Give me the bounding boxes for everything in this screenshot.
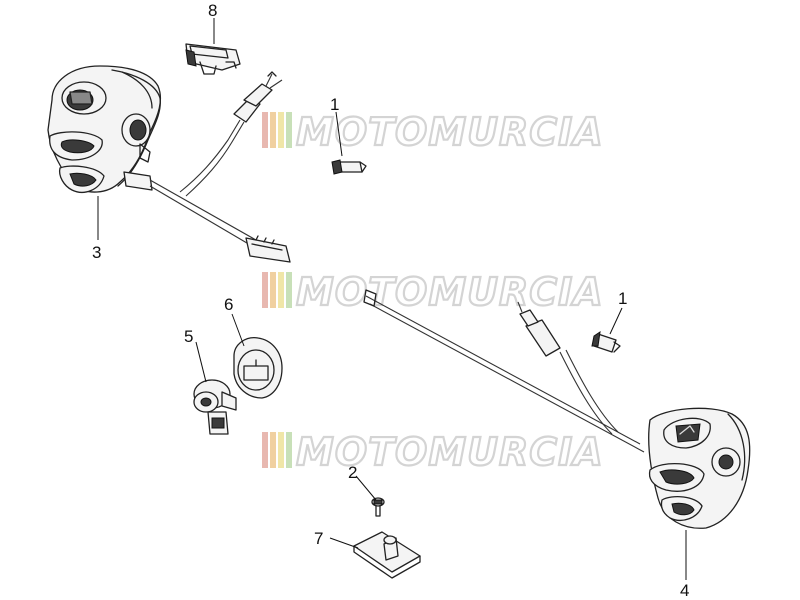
watermark-text: MOTOMURCIA (296, 110, 604, 154)
right-handlebar-switch-icon[interactable] (648, 407, 751, 529)
callout-3: 3 (92, 243, 101, 262)
left-switch-wiring (149, 71, 291, 263)
callout-labels: 8 3 1 1 6 5 2 7 4 (92, 1, 689, 600)
watermark-text: MOTOMURCIA (296, 270, 604, 314)
mounting-plate-icon[interactable] (353, 531, 421, 579)
bulb-icon[interactable] (331, 159, 367, 175)
callout-2: 2 (348, 463, 357, 482)
callout-8: 8 (208, 1, 217, 20)
left-handlebar-switch-icon[interactable] (47, 65, 162, 193)
leader-lines (97, 18, 687, 580)
right-switch-wiring (363, 289, 645, 453)
switch-connector-icon[interactable] (185, 43, 241, 75)
callout-4: 4 (680, 581, 689, 600)
lock-cover-ring-icon[interactable] (233, 337, 283, 399)
watermark-top: MOTOMURCIA (262, 109, 604, 155)
callout-1-right: 1 (618, 289, 627, 308)
watermark-bottom: MOTOMURCIA (262, 429, 604, 475)
screw-icon[interactable] (371, 497, 385, 517)
callout-5: 5 (184, 327, 193, 346)
callout-1-upper: 1 (330, 95, 339, 114)
watermark-middle: MOTOMURCIA (262, 269, 604, 315)
watermark-text: MOTOMURCIA (296, 430, 604, 474)
callout-6: 6 (224, 295, 233, 314)
ignition-lock-icon[interactable] (193, 379, 237, 435)
callout-7: 7 (314, 529, 323, 548)
bulb-icon[interactable] (591, 330, 621, 353)
